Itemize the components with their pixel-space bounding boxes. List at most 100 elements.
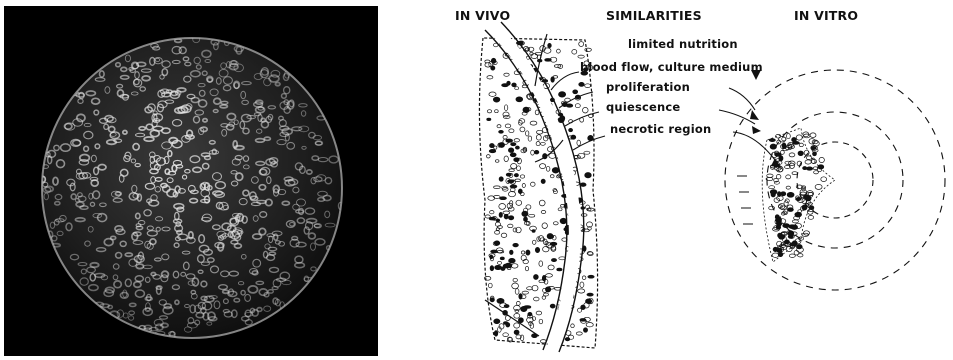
tissue-cell (487, 118, 491, 121)
tissue-cell (512, 83, 517, 87)
spheroid-cell (809, 206, 814, 210)
tissue-cell (514, 139, 519, 142)
tissue-cell (537, 130, 543, 134)
tissue-cell (526, 131, 529, 136)
tissue-cell (515, 179, 520, 182)
spheroid-cell (788, 231, 794, 236)
outer-ring (725, 70, 945, 290)
label-limited-nutrition: limited nutrition (628, 37, 738, 51)
spheroid-cell (772, 253, 779, 257)
tissue-cell (485, 63, 491, 67)
spheroid-micrograph (4, 6, 378, 356)
spheroid-cell (776, 225, 781, 229)
tissue-cell (515, 146, 519, 149)
tissue-cell (520, 127, 525, 132)
tissue-cell (510, 250, 514, 254)
spheroid-cell (778, 252, 783, 257)
tissue-cell (580, 319, 586, 322)
spheroid-cell (810, 133, 816, 138)
spheroid-cell (790, 243, 796, 246)
header-similarities: SIMILARITIES (606, 8, 702, 23)
tissue-cell (488, 196, 495, 200)
spheroid-cell (787, 134, 791, 139)
tissue-cell (494, 331, 498, 337)
leader-blood-flow (551, 72, 579, 90)
tissue-cell (578, 289, 585, 293)
tissue-cell (498, 261, 502, 264)
tissue-cell (579, 42, 584, 47)
tissue-cell (546, 274, 553, 278)
leader-vitro-quiescence (719, 110, 755, 124)
spheroid-cell (792, 141, 799, 144)
tissue-cell (491, 66, 495, 70)
leader-vitro-proliferation (729, 88, 755, 110)
spheroid-cell (813, 167, 817, 170)
tissue-cell (499, 204, 506, 210)
spheroid-cell (770, 144, 776, 149)
spheroid-cell (802, 205, 807, 210)
tissue-cell (497, 125, 501, 128)
tissue-cell (586, 323, 593, 327)
tissue-cell (529, 214, 535, 217)
in-vitro-cell-texture (766, 132, 827, 257)
tissue-cell (494, 319, 500, 324)
tissue-cell (499, 130, 504, 133)
tissue-cell (575, 104, 580, 108)
tissue-cell (534, 275, 539, 280)
tissue-cell (490, 255, 493, 259)
tissue-cell (514, 313, 520, 318)
tissue-cell (504, 73, 509, 76)
spheroid-cell (782, 143, 786, 148)
tissue-cell (501, 267, 505, 271)
tissue-cell (534, 297, 540, 301)
tissue-cell (503, 112, 509, 117)
tissue-cell (507, 81, 511, 85)
tissue-cell (584, 151, 590, 154)
tissue-cell (508, 216, 513, 220)
tissue-cell (539, 200, 545, 206)
tissue-cell (541, 179, 545, 183)
tissue-cell (485, 215, 490, 218)
spheroid-image (4, 6, 378, 356)
spheroid-cell (819, 157, 824, 162)
tissue-cell (578, 55, 584, 58)
tissue-cell (541, 142, 546, 145)
tissue-cell (528, 136, 532, 141)
tissue-cell (582, 276, 586, 280)
tissue-cell (514, 174, 518, 177)
tissue-cell (542, 296, 546, 299)
tissue-cell (487, 110, 491, 113)
tissue-cell (531, 150, 535, 155)
tissue-cell (499, 212, 502, 217)
tissue-cell (486, 155, 490, 158)
spheroid-cell (770, 190, 777, 195)
tissue-cell (522, 184, 525, 188)
spheroid-cell (792, 220, 798, 223)
label-blood-flow-culture-medium: blood flow, culture medium (580, 60, 763, 74)
spheroid-cell (803, 167, 807, 170)
tissue-cell (560, 218, 567, 224)
tissue-cell (489, 149, 496, 152)
spheroid-cell (785, 161, 791, 164)
tissue-cell (566, 104, 573, 107)
spheroid-cell (821, 177, 827, 182)
tissue-cell (497, 298, 504, 303)
spheroid-cell (781, 192, 786, 196)
schematic-drawing (455, 0, 953, 360)
tissue-cell (579, 82, 585, 86)
in-vivo-in-vitro-diagram (455, 0, 953, 360)
spheroid-cell (806, 156, 811, 160)
tissue-cell (504, 214, 508, 219)
spheroid-cell (787, 192, 794, 197)
spheroid-cell (799, 143, 803, 147)
tissue-cell (542, 223, 547, 229)
tissue-cell (541, 210, 546, 213)
tissue-cell (557, 268, 562, 271)
tissue-cell (536, 142, 540, 146)
tissue-cell (516, 301, 520, 305)
tissue-cell (515, 289, 519, 295)
spheroid-cell (792, 172, 797, 175)
tissue-cell (532, 230, 535, 233)
tissue-cell (522, 211, 528, 216)
tissue-cell (509, 129, 514, 133)
